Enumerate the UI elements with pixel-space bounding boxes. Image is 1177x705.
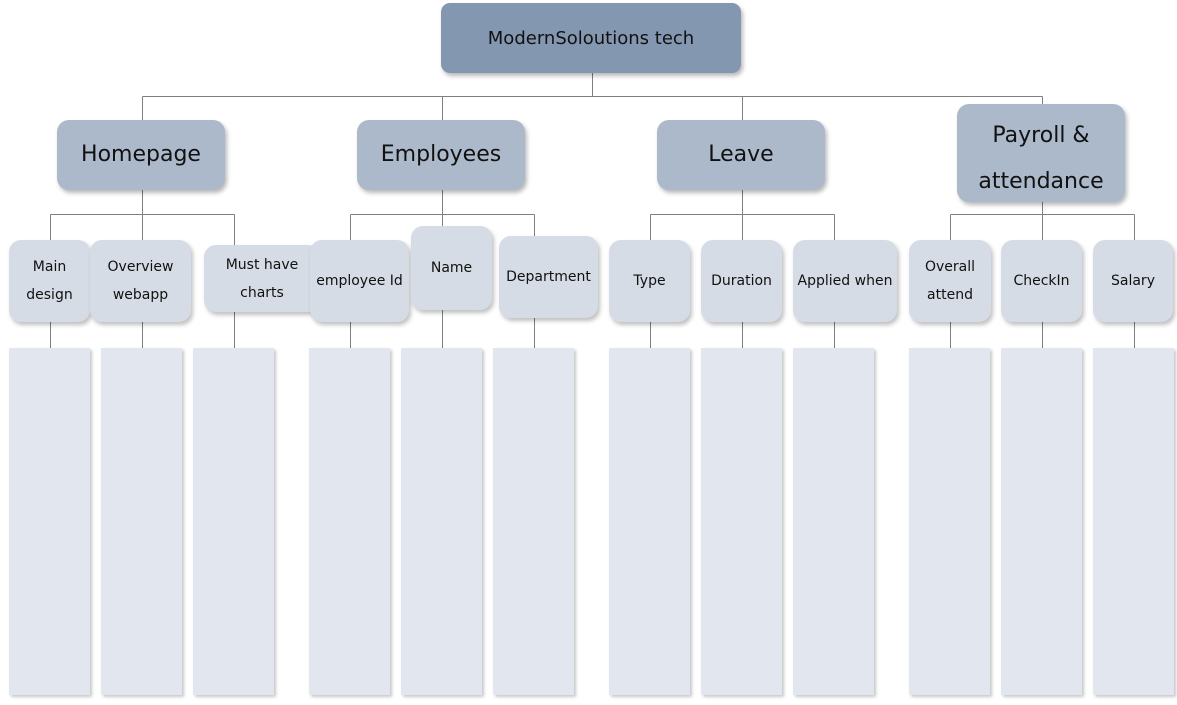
child-label: Applied when [797, 273, 893, 289]
child-applied-when: Applied when [793, 240, 897, 322]
child-department: Department [499, 236, 598, 318]
child-checkin: CheckIn [1001, 240, 1082, 322]
category-payroll-attendance: Payroll & attendance [957, 104, 1125, 202]
child-overview-webapp: Overview webapp [90, 240, 191, 322]
child-salary: Salary [1093, 240, 1173, 322]
category-leave: Leave [657, 120, 825, 190]
category-employees: Employees [357, 120, 525, 190]
category-label: Homepage [81, 142, 201, 167]
child-label: Duration [711, 273, 772, 289]
empty-column [701, 348, 782, 695]
child-label: Salary [1111, 273, 1155, 289]
root-label: ModernSoloutions tech [487, 27, 695, 49]
empty-column [1001, 348, 1082, 695]
category-label: Leave [708, 142, 774, 167]
root-node: ModernSoloutions tech [441, 3, 741, 73]
child-type: Type [609, 240, 690, 322]
empty-column [493, 348, 574, 695]
category-homepage: Homepage [57, 120, 225, 190]
empty-column [101, 348, 182, 695]
empty-column [793, 348, 874, 695]
empty-column [909, 348, 990, 695]
child-label: Name [430, 260, 473, 276]
empty-column [9, 348, 90, 695]
empty-column [1093, 348, 1174, 695]
child-label: Must have charts [225, 256, 299, 301]
child-must-have-charts: Must have charts [204, 245, 320, 312]
child-label: employee Id [316, 273, 403, 289]
empty-column [609, 348, 690, 695]
child-name: Name [411, 226, 492, 310]
category-label: Employees [380, 142, 502, 167]
child-label: Overall attend [924, 259, 976, 303]
child-label: Main design [26, 259, 73, 303]
child-label: Department [506, 269, 591, 285]
child-main-design: Main design [9, 240, 90, 322]
child-label: Type [633, 273, 666, 289]
child-label: CheckIn [1013, 273, 1070, 289]
category-label: Payroll & attendance [978, 123, 1104, 194]
empty-column [401, 348, 482, 695]
child-overall-attend: Overall attend [909, 240, 991, 322]
child-employee-id: employee Id [310, 240, 409, 322]
child-label: Overview webapp [107, 259, 174, 303]
empty-column [193, 348, 274, 695]
empty-column [309, 348, 390, 695]
child-duration: Duration [701, 240, 782, 322]
